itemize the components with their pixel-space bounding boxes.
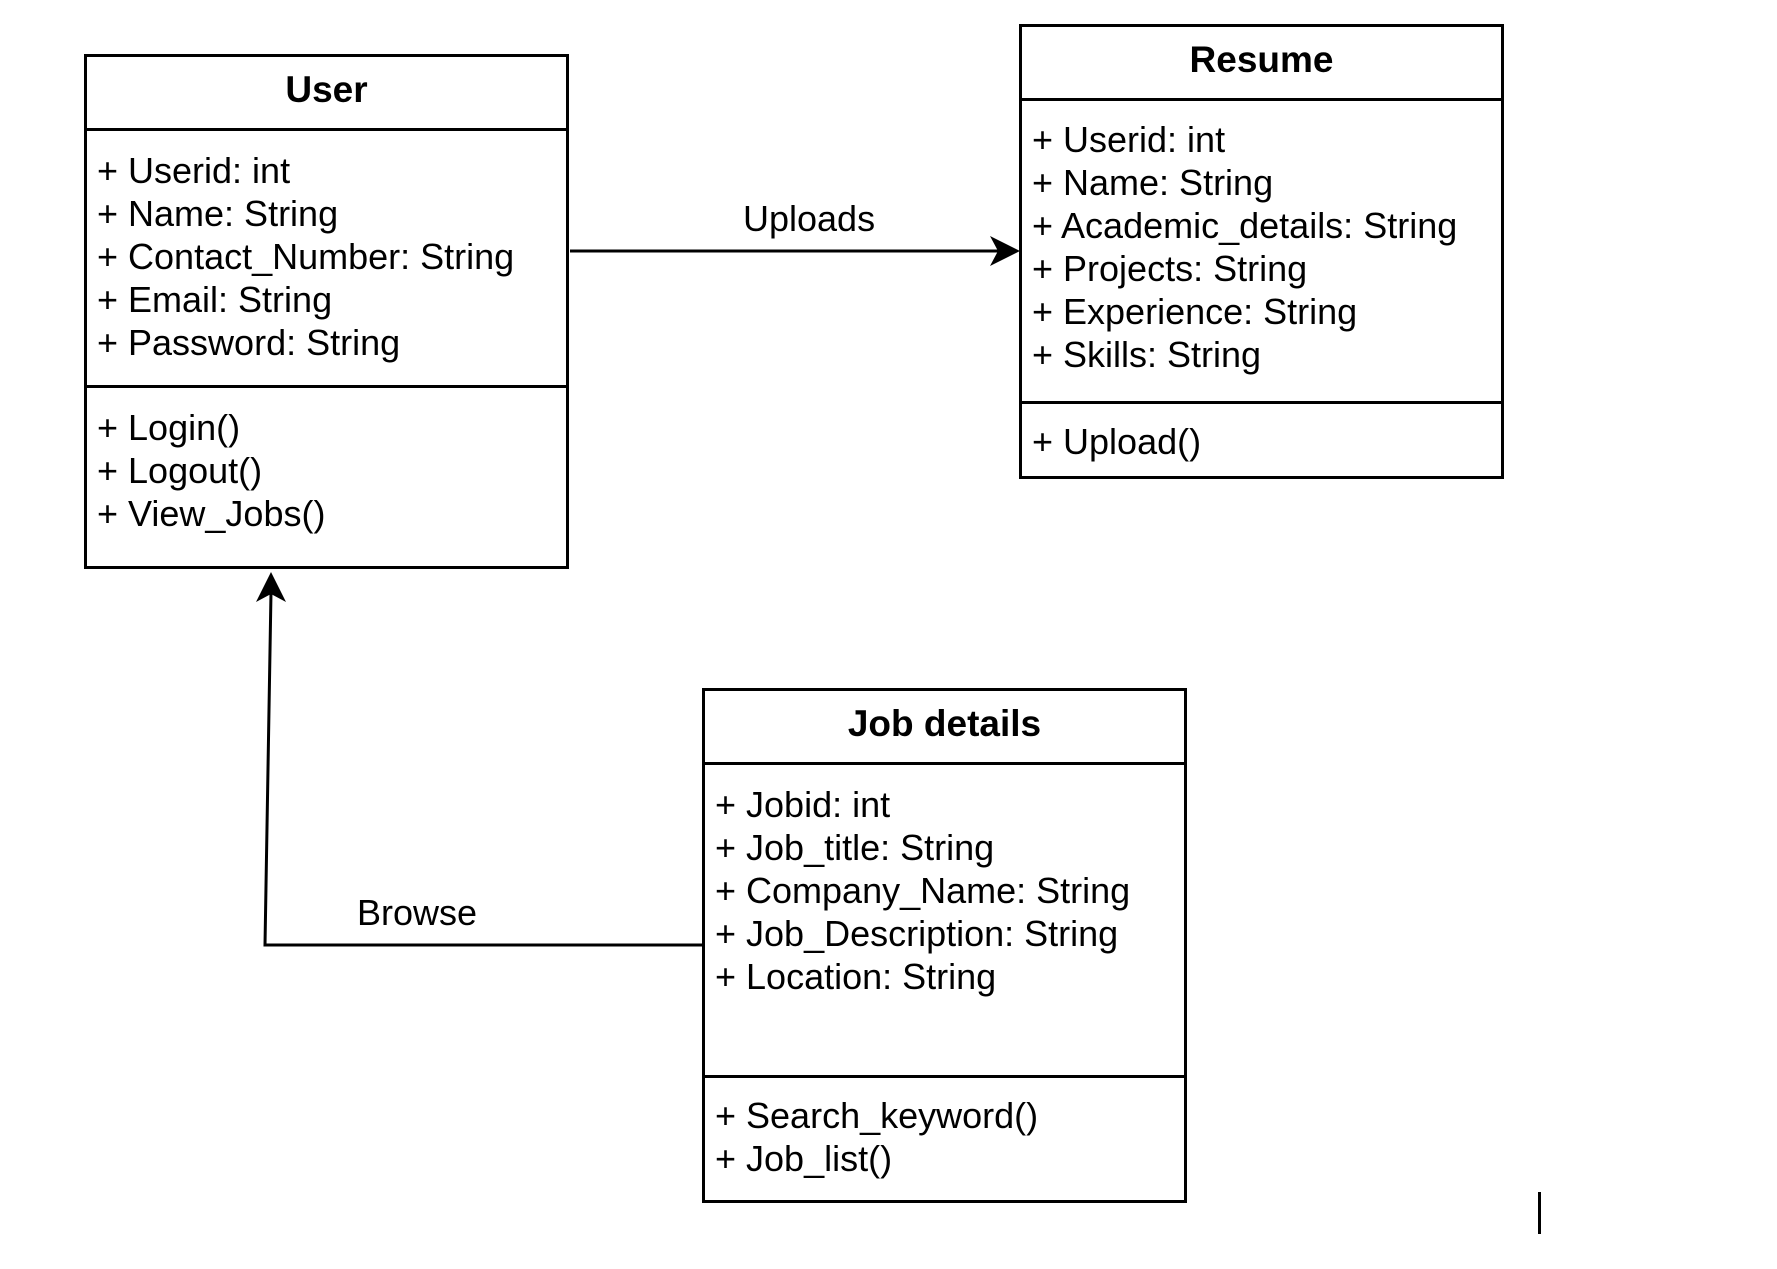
browse-connector bbox=[263, 591, 702, 947]
attribute-line: + Job_Description: String bbox=[715, 913, 1119, 954]
method-line: + Upload() bbox=[1032, 421, 1202, 462]
attribute-line: + Email: String bbox=[97, 279, 333, 320]
attribute-line: + Password: String bbox=[97, 322, 401, 363]
class-job-details-attributes: + Jobid: int + Job_title: String + Compa… bbox=[705, 765, 1184, 1078]
attribute-line: + Userid: int bbox=[1032, 119, 1226, 160]
attribute-line: + Userid: int bbox=[97, 150, 291, 191]
attribute-line: + Name: String bbox=[97, 193, 339, 234]
attribute-line: + Location: String bbox=[715, 956, 997, 997]
attribute-line: + Experience: String bbox=[1032, 291, 1358, 332]
class-user-attributes: + Userid: int + Name: String + Contact_N… bbox=[87, 131, 566, 388]
method-line: + Job_list() bbox=[715, 1138, 893, 1179]
attribute-line: + Company_Name: String bbox=[715, 870, 1131, 911]
uploads-arrowhead bbox=[990, 236, 1020, 266]
attribute-line: + Projects: String bbox=[1032, 248, 1308, 289]
class-resume-title: Resume bbox=[1022, 27, 1501, 101]
attribute-line: + Name: String bbox=[1032, 162, 1274, 203]
method-line: + View_Jobs() bbox=[97, 493, 326, 534]
method-line: + Login() bbox=[97, 407, 241, 448]
class-job-details-methods: + Search_keyword() + Job_list() bbox=[705, 1078, 1184, 1180]
class-user[interactable]: User + Userid: int + Name: String + Cont… bbox=[84, 54, 569, 569]
method-line: + Logout() bbox=[97, 450, 263, 491]
class-job-details[interactable]: Job details + Jobid: int + Job_title: St… bbox=[702, 688, 1187, 1203]
attribute-line: + Academic_details: String bbox=[1032, 205, 1458, 246]
class-job-details-title: Job details bbox=[705, 691, 1184, 765]
attribute-line: + Jobid: int bbox=[715, 784, 891, 825]
browse-arrowhead bbox=[256, 572, 286, 602]
method-line: + Search_keyword() bbox=[715, 1095, 1039, 1136]
class-resume-attributes: + Userid: int + Name: String + Academic_… bbox=[1022, 101, 1501, 404]
text-cursor bbox=[1538, 1192, 1541, 1234]
attribute-line: + Contact_Number: String bbox=[97, 236, 515, 277]
class-resume[interactable]: Resume + Userid: int + Name: String + Ac… bbox=[1019, 24, 1504, 479]
attribute-line: + Skills: String bbox=[1032, 334, 1262, 375]
class-user-methods: + Login() + Logout() + View_Jobs() bbox=[87, 388, 566, 535]
class-resume-methods: + Upload() bbox=[1022, 404, 1501, 463]
uploads-label: Uploads bbox=[743, 198, 876, 239]
browse-label: Browse bbox=[357, 892, 478, 933]
attribute-line: + Job_title: String bbox=[715, 827, 995, 868]
class-user-title: User bbox=[87, 57, 566, 131]
